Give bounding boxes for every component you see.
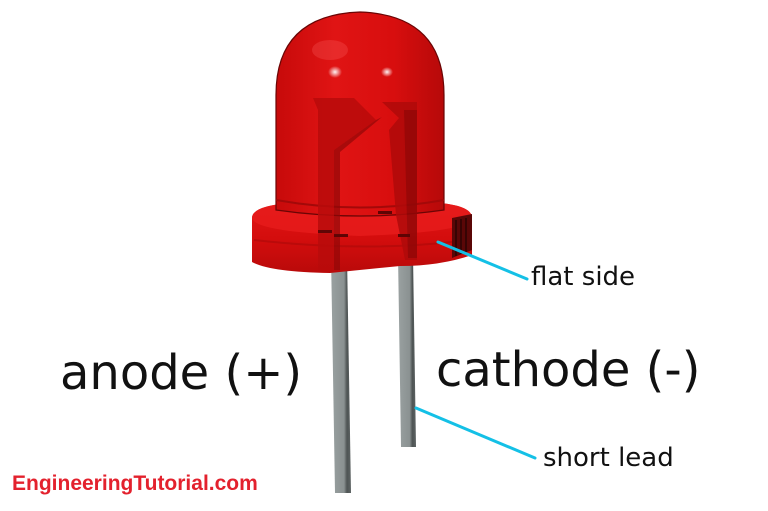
- flat-side-label: flat side: [531, 262, 636, 292]
- led-internals: [313, 98, 417, 270]
- flat-side-callout-line: [436, 240, 529, 281]
- watermark: EngineeringTutorial.com: [12, 472, 258, 495]
- anode-label: anode (+): [60, 345, 303, 401]
- anode-lead: [331, 255, 351, 493]
- cathode-label: cathode (-): [436, 342, 701, 398]
- cathode-lead: [398, 255, 416, 447]
- short-lead-label: short lead: [543, 443, 674, 473]
- short-lead-callout-line: [414, 406, 537, 460]
